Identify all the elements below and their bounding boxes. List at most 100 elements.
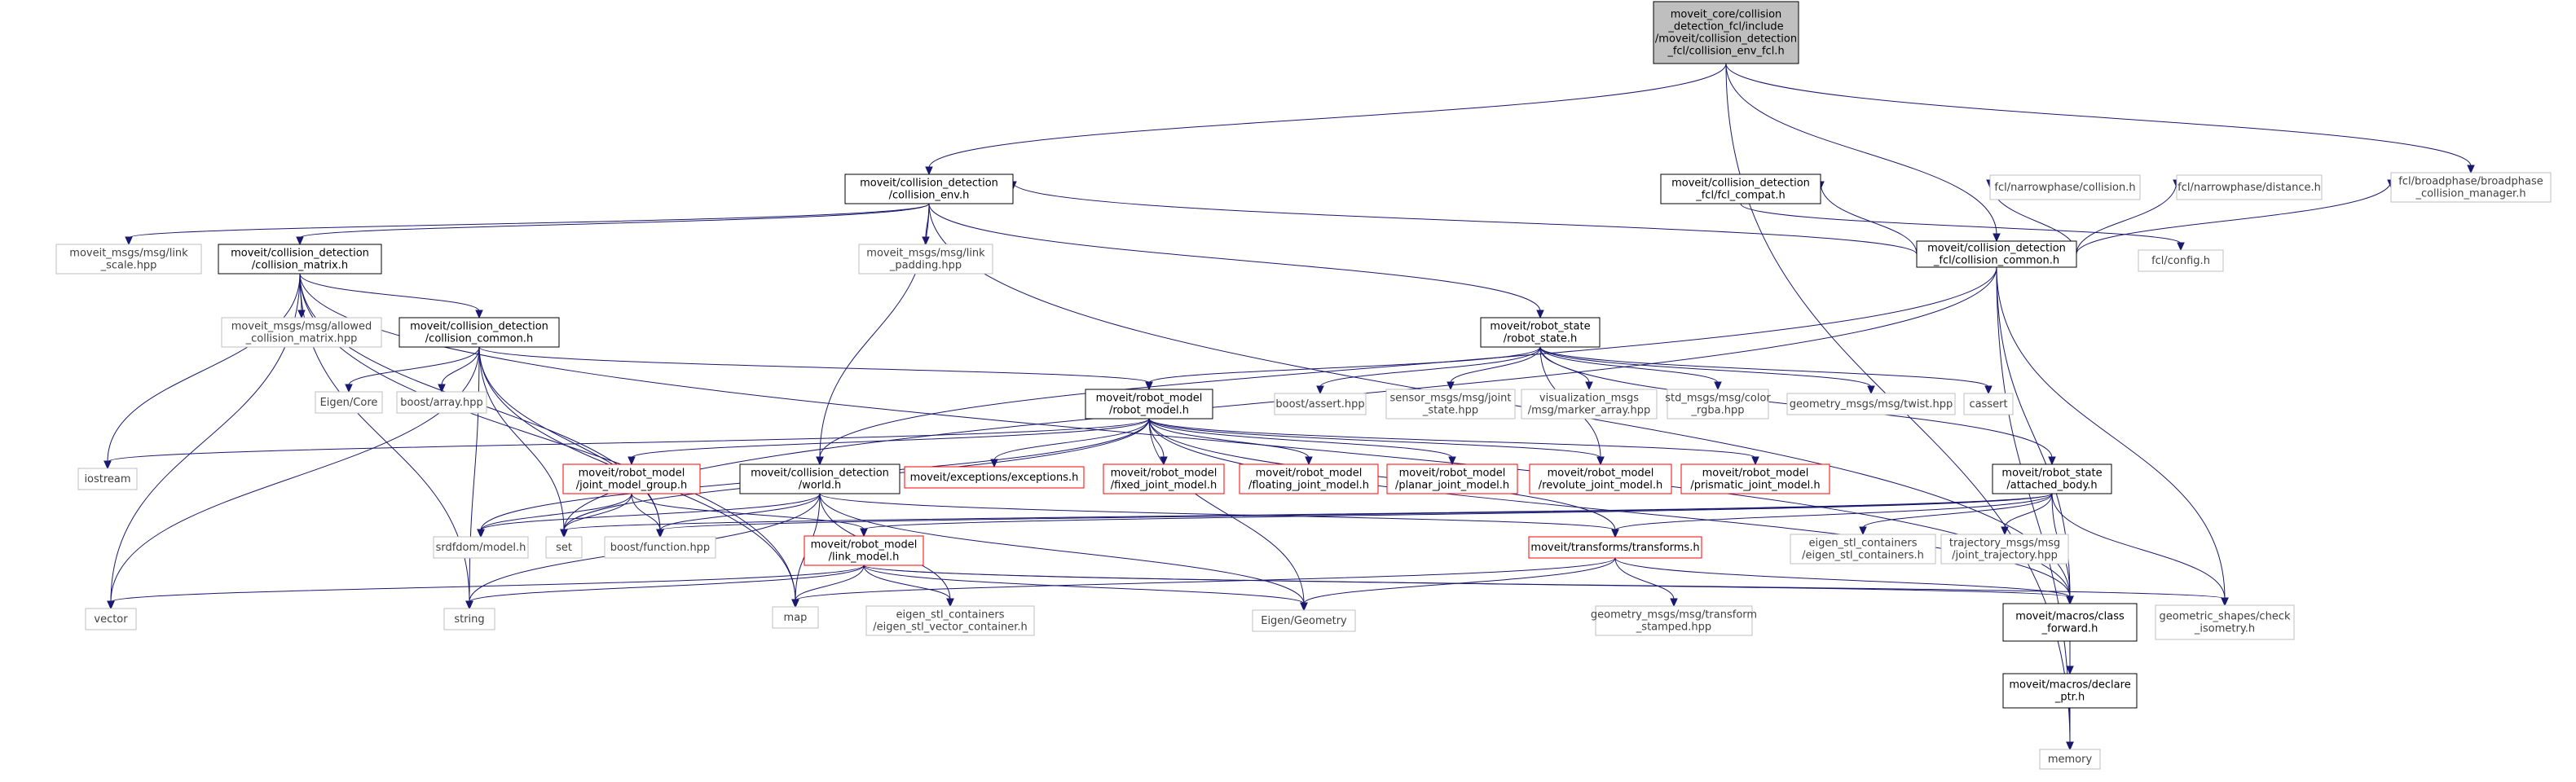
edge-root-to-collision-env — [925, 63, 1727, 176]
node-fcl-distance[interactable]: fcl/narrowphase/distance.h — [2176, 174, 2323, 200]
node-boost-assert[interactable]: boost/assert.hpp — [1274, 393, 1367, 415]
node-exceptions[interactable]: moveit/exceptions/exceptions.h — [904, 466, 1085, 489]
edge-arrowhead — [345, 384, 353, 393]
edge-link-model-to-class-forward — [863, 565, 2074, 605]
node-label-line: /robot_state.h — [1504, 333, 1578, 345]
node-jmg[interactable]: moveit/robot_model/joint_model_group.h — [562, 463, 701, 494]
node-color-rgba[interactable]: std_msgs/msg/color_rgba.hpp — [1665, 389, 1771, 420]
node-box — [221, 317, 382, 348]
node-box — [1239, 463, 1379, 494]
edge-robot-state-to-cassert — [1539, 346, 1993, 395]
node-label: eigen_stl_containers/eigen_stl_container… — [1802, 538, 1924, 562]
edge-arrowhead — [925, 166, 933, 176]
node-boost-array[interactable]: boost/array.hpp — [396, 391, 487, 414]
node-label: moveit/collision_detection/world.h — [751, 468, 889, 492]
node-memory[interactable]: memory — [2039, 749, 2101, 770]
node-planar-jm[interactable]: moveit/robot_model/planar_joint_model.h — [1386, 463, 1518, 494]
edge-line — [795, 565, 865, 601]
node-link-padding[interactable]: moveit_msgs/msg/link_padding.hpp — [858, 244, 993, 275]
node-label: Eigen/Geometry — [1261, 615, 1347, 627]
node-cassert[interactable]: cassert — [1963, 393, 2014, 415]
edge-arrowhead — [1447, 381, 1455, 391]
node-link-scale[interactable]: moveit_msgs/msg/link_scale.hpp — [55, 244, 202, 275]
node-collision-env[interactable]: moveit/collision_detection/collision_env… — [844, 174, 1014, 204]
node-srdfdom[interactable]: srdfdom/model.h — [433, 536, 529, 559]
edge-transforms-to-class-forward — [1614, 557, 2074, 605]
node-fixed-jm[interactable]: moveit/robot_model/fixed_joint_model.h — [1103, 463, 1225, 494]
node-joint-state[interactable]: sensor_msgs/msg/joint_state.hpp — [1385, 389, 1516, 420]
node-fcl-broadphase[interactable]: fcl/broadphase/broadphase_collision_mana… — [2390, 172, 2552, 203]
node-twist[interactable]: geometry_msgs/msg/twist.hpp — [1786, 393, 1956, 415]
node-label-line: _padding.hpp — [889, 260, 962, 272]
node-robot-model[interactable]: moveit/robot_model/robot_model.h — [1085, 389, 1213, 420]
node-label-line: _fcl/collision_common.h — [1933, 255, 2059, 267]
node-string[interactable]: string — [443, 608, 495, 630]
edge-arrowhead — [1585, 381, 1593, 391]
node-label: sensor_msgs/msg/joint_state.hpp — [1389, 393, 1511, 417]
node-prismatic-jm[interactable]: moveit/robot_model/prismatic_joint_model… — [1680, 463, 1830, 494]
node-label: moveit_msgs/msg/link_scale.hpp — [69, 248, 188, 272]
node-check-isometry[interactable]: geometric_shapes/check_isometry.h — [2155, 604, 2295, 640]
node-robot-state[interactable]: moveit/robot_state/robot_state.h — [1480, 317, 1601, 348]
node-fcl-compat[interactable]: moveit/collision_detection_fcl/fcl_compa… — [1660, 174, 1821, 204]
node-set[interactable]: set — [545, 536, 583, 559]
node-fcl-config[interactable]: fcl/config.h — [2138, 249, 2224, 272]
node-joint-trajectory[interactable]: trajectory_msgs/msg/joint_trajectory.hpp — [1940, 534, 2069, 565]
node-label-line: moveit/robot_model — [811, 539, 918, 551]
node-map[interactable]: map — [772, 606, 819, 629]
node-label-line: vector — [94, 613, 128, 626]
node-label-line: /collision_matrix.h — [252, 260, 348, 272]
node-boost-function[interactable]: boost/function.hpp — [604, 536, 716, 559]
edge-line — [441, 346, 480, 386]
node-box — [545, 536, 583, 559]
node-vector[interactable]: vector — [85, 608, 137, 630]
node-ccommon[interactable]: moveit/collision_detection/collision_com… — [399, 317, 560, 348]
node-root: moveit_core/collision_detection_fcl/incl… — [1653, 1, 1799, 64]
edge-line — [1148, 418, 1756, 459]
node-fcl-collision[interactable]: fcl/narrowphase/collision.h — [1989, 174, 2141, 200]
node-box — [2002, 603, 2138, 642]
edge-arrowhead — [1670, 598, 1678, 608]
node-box — [562, 463, 701, 494]
node-box — [55, 244, 202, 275]
node-esc-vector[interactable]: eigen_stl_containers/eigen_stl_vector_co… — [865, 605, 1035, 636]
node-ccommon-fcl[interactable]: moveit/collision_detection_fcl/collision… — [1916, 240, 2077, 268]
node-attached-body[interactable]: moveit/robot_state/attached_body.h — [1992, 463, 2112, 494]
node-eigen-geometry[interactable]: Eigen/Geometry — [1252, 609, 1356, 632]
node-eigen-core[interactable]: Eigen/Core — [315, 391, 383, 414]
node-allowed-cm[interactable]: moveit_msgs/msg/allowed_collision_matrix… — [221, 317, 382, 348]
node-label: fcl/narrowphase/distance.h — [2177, 182, 2321, 194]
node-label: moveit/exceptions/exceptions.h — [910, 472, 1079, 484]
edge-line — [1319, 346, 1541, 388]
node-iostream[interactable]: iostream — [77, 468, 138, 490]
node-transforms[interactable]: moveit/transforms/transforms.h — [1528, 536, 1702, 559]
edge-arrowhead — [860, 528, 868, 538]
node-label: boost/array.hpp — [400, 397, 483, 409]
node-box — [1528, 536, 1702, 559]
node-collision-matrix[interactable]: moveit/collision_detection/collision_mat… — [218, 244, 382, 275]
edge-line — [1539, 346, 1872, 388]
node-declare-ptr[interactable]: moveit/macros/declare_ptr.h — [2002, 673, 2138, 709]
node-world[interactable]: moveit/collision_detection/world.h — [739, 463, 900, 494]
node-box — [1660, 174, 1821, 204]
node-marker-array[interactable]: visualization_msgs/msg/marker_array.hpp — [1521, 389, 1658, 420]
edge-collision-matrix-to-iostream — [103, 273, 301, 470]
node-label-line: Eigen/Geometry — [1261, 615, 1347, 627]
node-floating-jm[interactable]: moveit/robot_model/floating_joint_model.… — [1239, 463, 1379, 494]
node-label: moveit/collision_detection_fcl/fcl_compa… — [1671, 178, 1810, 202]
node-revolute-jm[interactable]: moveit/robot_model/revolute_joint_model.… — [1529, 463, 1672, 494]
node-box — [1940, 534, 2069, 565]
node-transform-stamped[interactable]: geometry_msgs/msg/transform_stamped.hpp — [1591, 605, 1757, 636]
node-label-line: /collision_common.h — [425, 333, 533, 345]
node-label-line: moveit/robot_state — [1490, 321, 1590, 333]
node-label-line: /collision_env.h — [889, 190, 970, 202]
node-box — [1989, 174, 2141, 200]
node-esc-containers[interactable]: eigen_stl_containers/eigen_stl_container… — [1790, 534, 1936, 565]
node-label-line: moveit/exceptions/exceptions.h — [910, 472, 1079, 484]
node-label-line: /fixed_joint_model.h — [1111, 480, 1217, 492]
node-label-line: /link_model.h — [829, 551, 900, 564]
node-class-forward[interactable]: moveit/macros/class_forward.h — [2002, 603, 2138, 642]
edge-ccommon-to-string — [465, 346, 480, 610]
edge-arrowhead — [477, 529, 485, 538]
node-link-model[interactable]: moveit/robot_model/link_model.h — [804, 535, 924, 566]
